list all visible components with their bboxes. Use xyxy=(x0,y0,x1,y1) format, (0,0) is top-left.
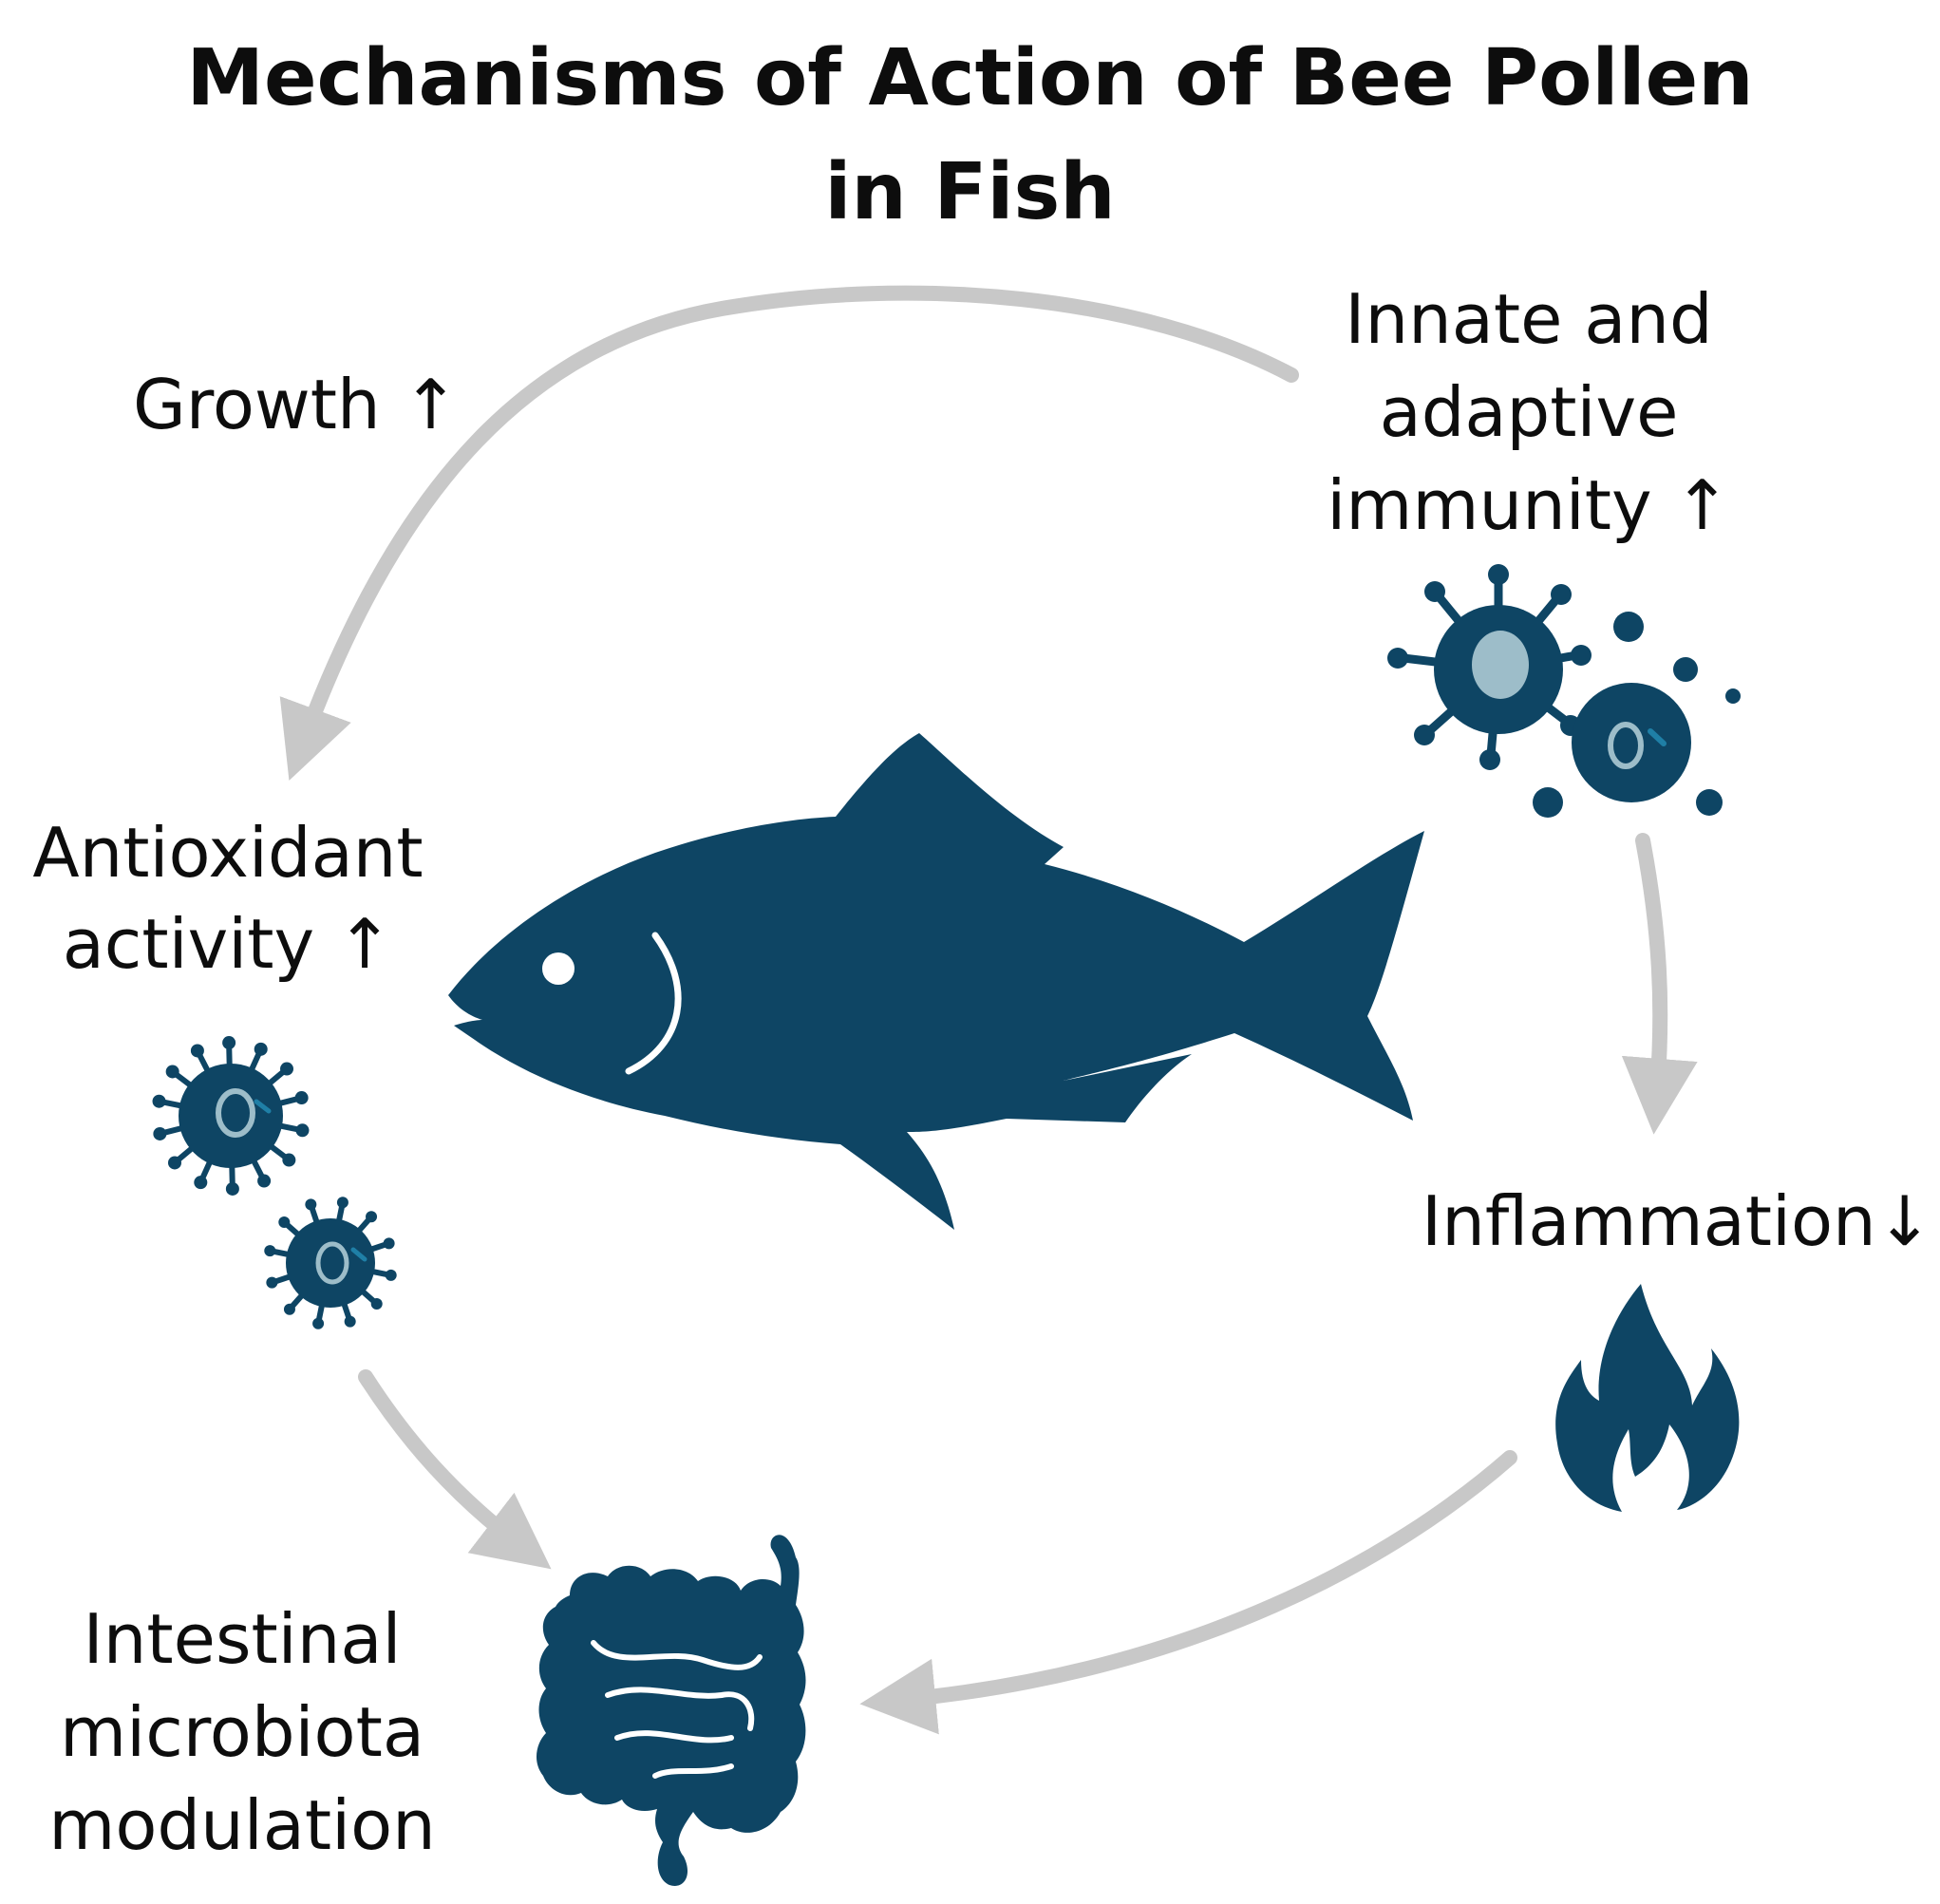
intestine-icon xyxy=(536,1535,806,1886)
immune-cell-icon xyxy=(1387,564,1741,818)
title-line-1: Mechanisms of Action of Bee Pollen xyxy=(186,33,1754,123)
antioxidant-cell-icon xyxy=(152,1036,397,1329)
arrow-inflammation-to-intestine xyxy=(859,1450,1517,1735)
intestinal-label-line-1: Intestinal xyxy=(83,1599,402,1679)
immunity-label-line-2: adaptive xyxy=(1379,372,1679,452)
cycle-arrows xyxy=(279,285,1698,1735)
growth-label: Growth ↑ xyxy=(133,365,460,444)
flame-icon xyxy=(1555,1284,1740,1512)
inflammation-label: Inflammation↓ xyxy=(1422,1181,1933,1261)
arrow-immunity-to-inflammation xyxy=(1621,833,1698,1135)
fish-icon xyxy=(448,733,1424,1230)
antioxidant-label-line-2: activity ↑ xyxy=(62,904,394,984)
antioxidant-label-line-1: Antioxidant xyxy=(32,813,424,893)
immunity-label-line-1: Innate and xyxy=(1345,279,1713,359)
immunity-label-line-3: immunity ↑ xyxy=(1327,465,1731,545)
intestinal-label-line-3: modulation xyxy=(48,1785,436,1865)
intestinal-label-line-2: microbiota xyxy=(60,1692,424,1772)
arrow-antioxidant-to-intestine xyxy=(358,1369,552,1570)
arrow-immunity-to-antioxidant xyxy=(279,285,1299,782)
title-line-2: in Fish xyxy=(824,147,1116,237)
